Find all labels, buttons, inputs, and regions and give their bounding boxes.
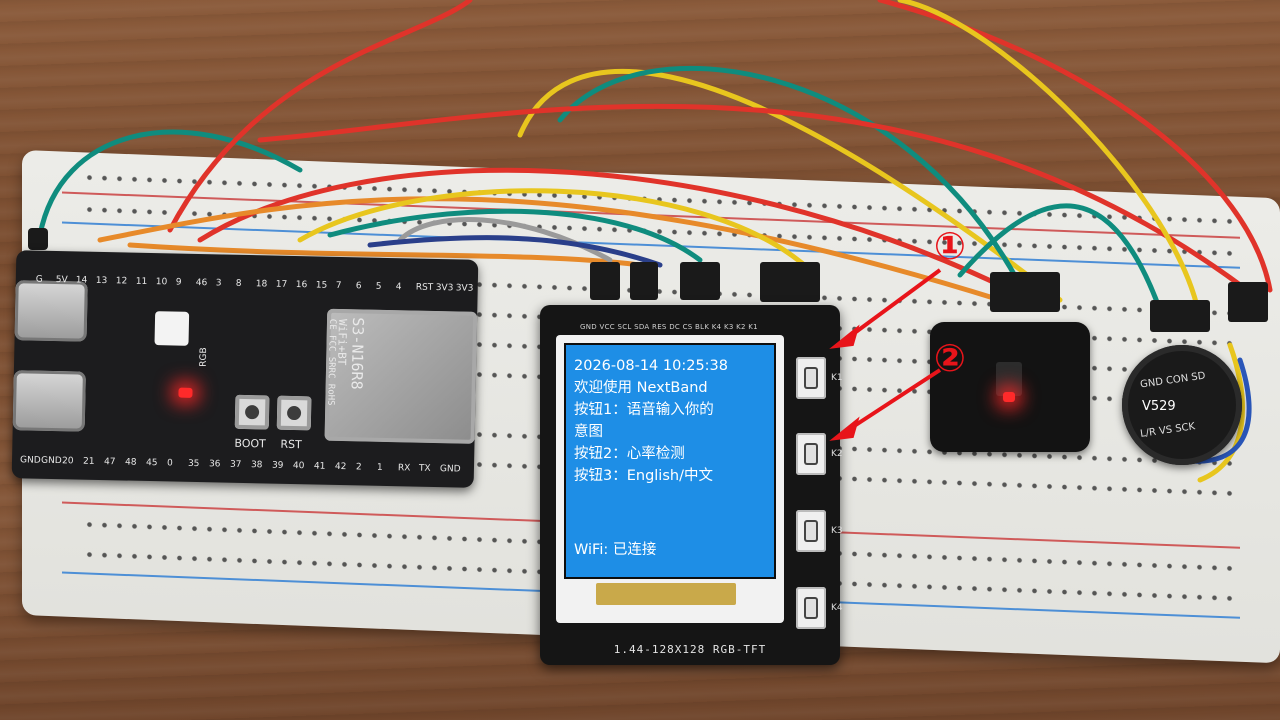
wire-teal	[327, 208, 703, 263]
wire-red	[197, 167, 1013, 293]
tft-screen: 2026-08-14 10:25:38 欢迎使用 NextBand 按钮1：语音…	[564, 343, 776, 579]
sensor-chip	[996, 362, 1022, 396]
tft-header-pins: GND VCC SCL SDA RES DC CS BLK K4 K3 K2 K…	[580, 323, 758, 331]
callout-arrowhead-2	[829, 416, 860, 441]
wire-navy	[367, 235, 663, 268]
heart-rate-sensor	[930, 322, 1090, 452]
wire-teal	[37, 129, 303, 238]
callout-marker-2: ②	[924, 332, 976, 384]
tft-caption: 1.44-128X128 RGB-TFT	[613, 643, 767, 656]
wire-end-connector	[760, 262, 820, 302]
wire-yellow	[517, 68, 1063, 303]
wire-orange	[97, 196, 1003, 303]
wire-end-connector	[680, 262, 720, 300]
callout-marker-1: ①	[924, 220, 976, 272]
key-k4-label: K4	[831, 603, 843, 613]
wire-end-connector	[1150, 300, 1210, 332]
key-k2-label: K2	[831, 449, 843, 459]
callout-arrow-1	[843, 268, 942, 342]
mic-model: V529	[1142, 399, 1176, 414]
callout-marker-2-text: ②	[933, 336, 967, 380]
screen-datetime: 2026-08-14 10:25:38	[574, 358, 728, 374]
screen-wifi-status: WiFi: 已连接	[574, 542, 657, 558]
wire-end-connector	[1228, 282, 1268, 322]
wire-end-connector	[28, 228, 48, 250]
callout-arrow-2	[843, 368, 942, 434]
wire-yellow	[897, 0, 1203, 323]
tft-display-module: GND VCC SCL SDA RES DC CS BLK K4 K3 K2 K…	[540, 305, 843, 665]
wire-orange	[127, 242, 643, 268]
key-k1-button[interactable]	[796, 357, 826, 399]
key-k4-button[interactable]	[796, 587, 826, 629]
screen-button2: 按钮2：心率检测	[574, 446, 685, 462]
wire-end-connector	[990, 272, 1060, 312]
screen-button1-line1: 按钮1：语音输入你的	[574, 402, 714, 418]
key-k1-label: K1	[831, 373, 843, 383]
key-k3-button[interactable]	[796, 510, 826, 552]
screen-button1-line2: 意图	[574, 424, 603, 440]
wire-yellow	[297, 188, 813, 273]
wire-red	[257, 103, 1263, 303]
key-k2-button[interactable]	[796, 433, 826, 475]
wire-teal	[557, 65, 1023, 288]
screen-button3: 按钮3：English/中文	[574, 468, 713, 484]
wire-red	[167, 0, 473, 233]
wire-end-connector	[630, 262, 658, 300]
wire-end-connector	[590, 262, 620, 300]
tft-screen-frame: 2026-08-14 10:25:38 欢迎使用 NextBand 按钮1：语音…	[556, 335, 784, 623]
wire-yellow	[1197, 342, 1245, 483]
mic-module: GND CON SD V529 L/R VS SCK	[1122, 345, 1242, 465]
screen-welcome: 欢迎使用 NextBand	[574, 380, 708, 396]
sensor-red-led	[1003, 392, 1015, 402]
wire-teal	[957, 203, 1163, 313]
callout-marker-1-text: ①	[933, 224, 967, 268]
key-k3-label: K3	[831, 526, 843, 536]
flex-cable	[596, 583, 736, 605]
callout-arrowhead-1	[829, 324, 860, 349]
